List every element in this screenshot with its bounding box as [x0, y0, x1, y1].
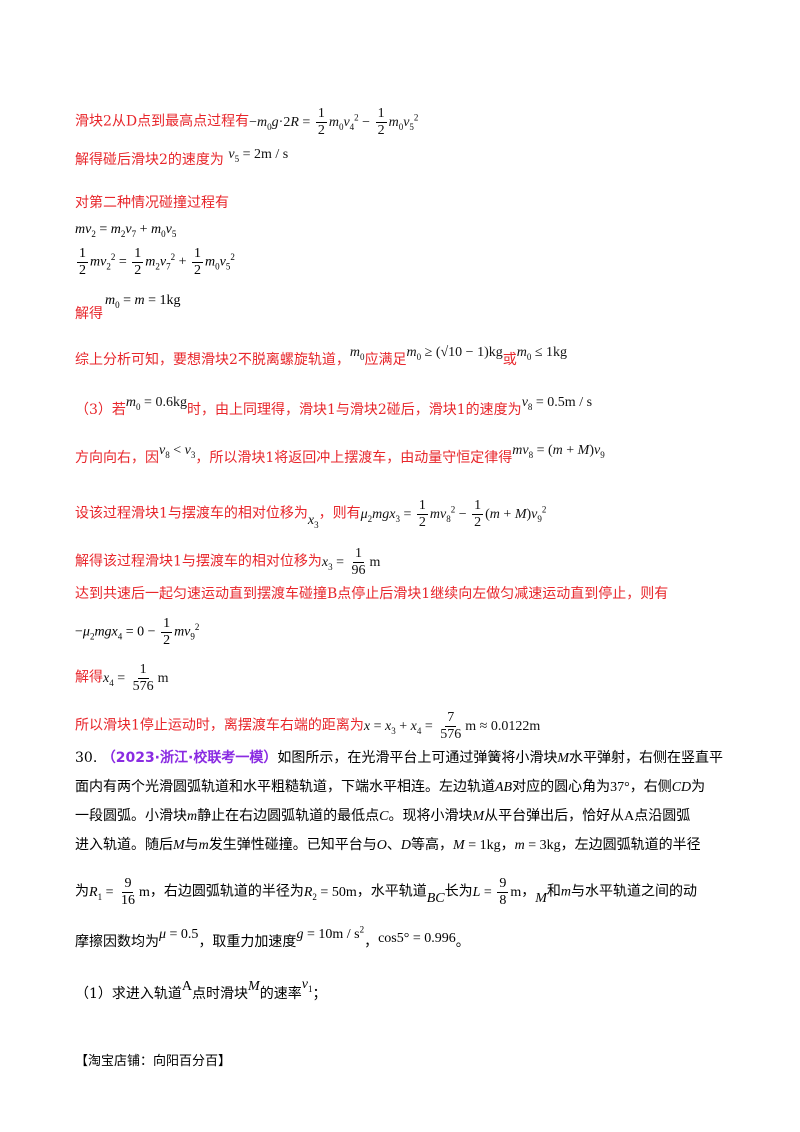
solution-line-3: 对第二种情况碰撞过程有	[75, 195, 229, 211]
solution-line-2: 解得碰后滑块2的速度为 v5 = 2m / s	[75, 147, 289, 168]
equation-v8: v8 = 0.5m / s	[521, 395, 593, 412]
equation-v5: v5 = 2m / s	[228, 147, 289, 164]
sub-question-1: （1）求进入轨道A点时滑块M的速率v1；	[75, 977, 327, 1002]
equation-momentum-3: mv8 = (m + M)v9	[512, 443, 605, 460]
equation-momentum-2: mv2 = m2v7 + m0v5	[75, 222, 177, 239]
question-30-line-1: 30. （2023·浙江·校联考一模）如图所示，在光滑平台上可通过弹簧将小滑块M…	[75, 750, 723, 766]
question-number: 30.	[75, 750, 98, 766]
condition-2: m0 ≤ 1kg	[516, 345, 568, 362]
condition-1: m0 ≥ (√10 − 1)kg	[406, 345, 503, 362]
solution-line-5: 综上分析可知，要想滑块2不脱离螺旋轨道，m0应满足m0 ≥ (√10 − 1)k…	[75, 345, 568, 368]
solution-line-4: 解得	[75, 306, 103, 322]
solution-line-6: （3）若m0 = 0.6kg时，由上同理得，滑块1与滑块2碰后，滑块1的速度为v…	[75, 395, 593, 418]
solution-line-7: 方向向右，因v8 < v3，所以滑块1将返回冲上摆渡车，由动量守恒定律得mv8 …	[75, 443, 605, 466]
question-30-line-3: 一段圆弧。小滑块m静止在右边圆弧轨道的最低点C。现将小滑块M从平台弹出后，恰好从…	[75, 808, 691, 824]
question-30-line-4: 进入轨道。随后M与m发生弹性碰撞。已知平台与O、D等高，M = 1kg，m = …	[75, 837, 701, 853]
question-source: （2023·浙江·校联考一模）	[101, 750, 278, 766]
footer-shop-label: 【淘宝店铺：向阳百分百】	[75, 1054, 232, 1069]
question-30-line-2: 面内有两个光滑圆弧轨道和水平粗糙轨道，下端水平相连。左边轨道AB对应的圆心角为3…	[75, 779, 706, 795]
equation-m0: m0 = m = 1kg	[105, 293, 181, 310]
solution-line-10: 达到共速后一起匀速运动直到摆渡车碰撞B点停止后滑块1继续向左做匀减速运动直到停止…	[75, 586, 669, 602]
question-30-line-6: 摩擦因数均为μ = 0.5，取重力加速度g = 10m / s2，cos5° =…	[75, 924, 470, 950]
